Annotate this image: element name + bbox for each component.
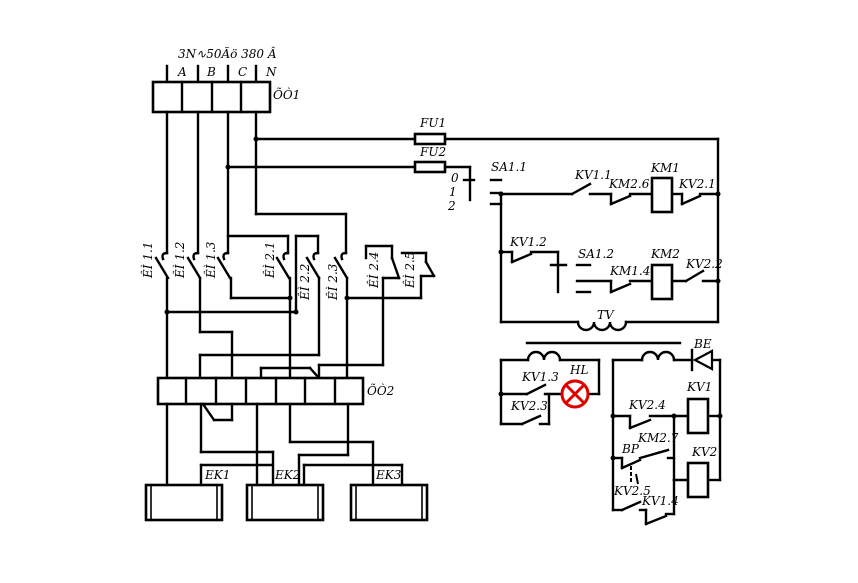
lamp-circuit — [499, 358, 601, 426]
sa11-label: SA1.1 — [491, 160, 527, 174]
km23-label: ÊÌ 2.3 — [325, 263, 340, 301]
km14-label: KM1.4 — [609, 264, 650, 278]
phase-b-label: B — [206, 65, 216, 79]
coil-km1 — [650, 176, 674, 214]
rung-km2 — [499, 250, 720, 294]
kv22-label: KV2.2 — [685, 257, 723, 271]
heater-wiring — [165, 402, 404, 487]
bp-label: BP — [621, 442, 640, 456]
fuse-fu1 — [413, 132, 447, 146]
kv21-label: KV2.1 — [678, 177, 716, 191]
tv-label: TV — [597, 308, 615, 322]
kv14-label: KV1.4 — [641, 494, 679, 508]
km21-label: ÊÌ 2.1 — [262, 242, 277, 279]
fu2-label: FU2 — [419, 145, 446, 159]
phase-n-label: N — [265, 65, 277, 79]
sensor-bp — [630, 466, 639, 485]
hl-label: HL — [569, 363, 588, 377]
main-contact-labels: ÊÌ 1.1 ÊÌ 1.2 ÊÌ 1.3 ÊÌ 2.1 ÊÌ 2.2 ÊÌ 2.… — [140, 241, 417, 301]
km22-label: ÊÌ 2.2 — [297, 264, 312, 301]
transformer-tv — [499, 320, 720, 362]
km27-label: KM2.7 — [637, 431, 679, 445]
kv2-label: KV2 — [691, 445, 717, 459]
fu1-label: FU1 — [419, 116, 446, 130]
ek2-label: EK2 — [274, 468, 300, 482]
heater-ek3 — [349, 483, 429, 522]
diode-be — [690, 348, 714, 372]
xt2-label: ÕÒ2 — [367, 382, 394, 398]
km12-label: ÊÌ 1.2 — [172, 242, 187, 279]
terminal-block-xt2 — [156, 376, 365, 406]
selector-sa11 — [462, 178, 503, 324]
relay-circuit — [611, 358, 722, 526]
km2-label: KM2 — [650, 247, 680, 261]
heater-ek1 — [144, 483, 224, 522]
ek1-label: EK1 — [204, 468, 230, 482]
phase-a-label: A — [177, 65, 187, 79]
phase-c-label: C — [238, 65, 247, 79]
km11-label: ÊÌ 1.1 — [140, 242, 155, 279]
sa12-label: SA1.2 — [578, 247, 614, 261]
sa-pos-1: 1 — [449, 185, 457, 199]
main-contacts — [154, 251, 436, 367]
kv25-label: KV2.5 — [613, 484, 651, 498]
coil-kv2 — [686, 461, 710, 499]
coil-km2 — [650, 263, 674, 301]
lamp-hl — [560, 379, 590, 409]
sa-pos-0: 0 — [451, 171, 459, 185]
be-label: BE — [693, 337, 712, 351]
km1-label: KM1 — [650, 161, 680, 175]
kv23-label: KV2.3 — [510, 399, 548, 413]
phase-wires — [165, 110, 428, 314]
junction-dots — [164, 136, 723, 461]
kv24-label: KV2.4 — [628, 398, 666, 412]
kv13-label: KV1.3 — [521, 370, 559, 384]
ek3-label: EK3 — [375, 468, 402, 482]
fuse-fu2 — [413, 160, 447, 174]
power-interconnect — [165, 296, 423, 380]
kv12-label: KV1.2 — [509, 235, 547, 249]
km25-label: ÊÌ 2.5 — [402, 252, 417, 289]
sa-pos-2: 2 — [447, 199, 456, 213]
xt1-label: ÕÒ1 — [273, 86, 300, 102]
kv1-label: KV1 — [686, 380, 712, 394]
heater-ek2 — [245, 483, 325, 522]
supply-label: 3N∿50Ãö 380 Â — [178, 46, 277, 61]
supply-stubs — [165, 64, 258, 84]
km13-label: ÊÌ 1.3 — [203, 241, 218, 279]
coil-kv1 — [686, 397, 710, 435]
km24-label: ÊÌ 2.4 — [366, 252, 381, 289]
rung-km1 — [499, 182, 720, 206]
kv11-label: KV1.1 — [574, 168, 612, 182]
terminal-block-xt1 — [151, 80, 272, 114]
km26-label: KM2.6 — [608, 177, 650, 191]
